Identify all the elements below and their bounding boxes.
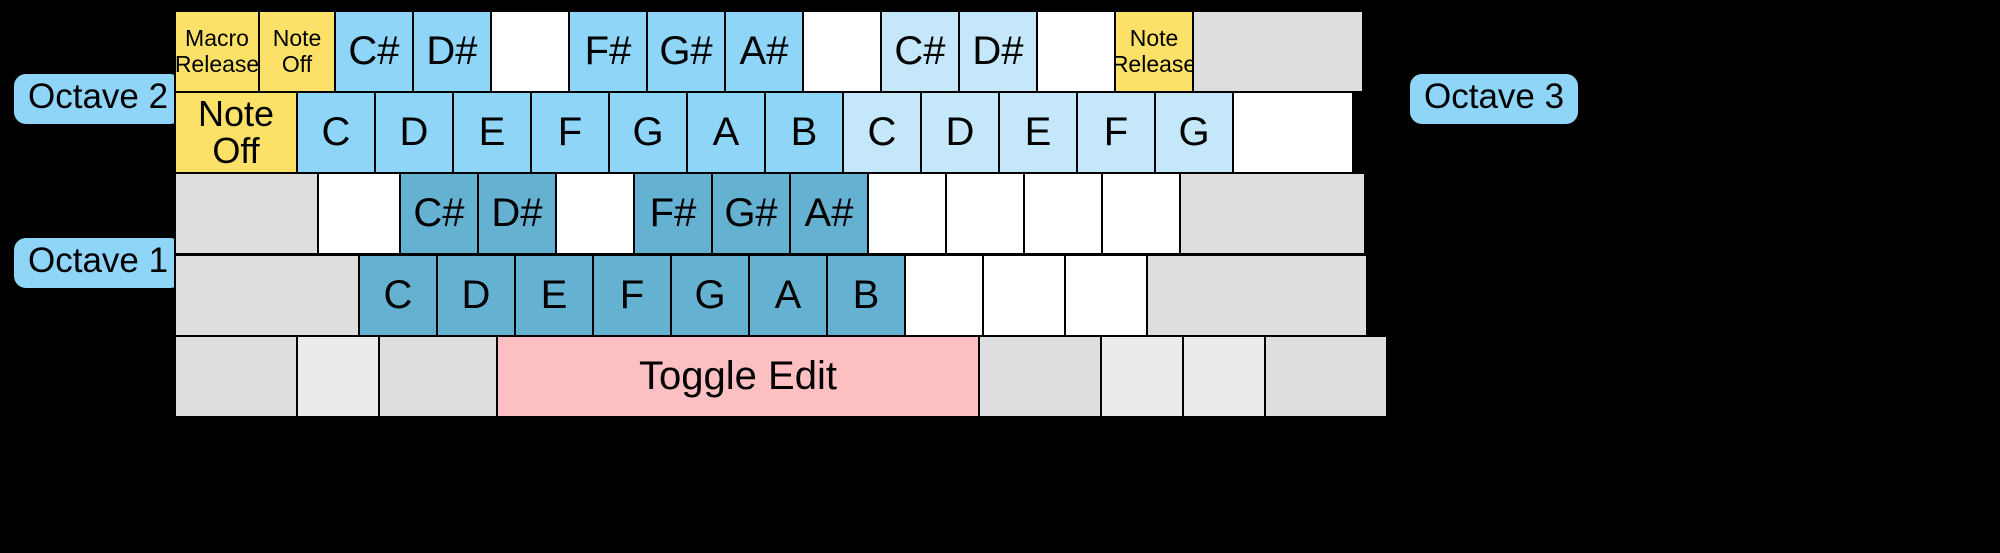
- key-blank[interactable]: [1036, 10, 1116, 93]
- key-csharp[interactable]: C#: [880, 10, 960, 93]
- key-c[interactable]: C: [358, 254, 438, 337]
- key-dsharp[interactable]: D#: [477, 172, 557, 255]
- octave-3-label: Octave 3: [1410, 74, 1579, 124]
- key-note-off[interactable]: Note Off: [258, 10, 336, 93]
- key-note-off[interactable]: Note Off: [174, 91, 298, 174]
- key-blank[interactable]: [490, 10, 570, 93]
- key-b[interactable]: B: [826, 254, 906, 337]
- key-csharp[interactable]: C#: [334, 10, 414, 93]
- keyboard-row-space-row: Toggle Edit: [174, 335, 1388, 418]
- key-blank[interactable]: [1192, 10, 1364, 93]
- key-e[interactable]: E: [514, 254, 594, 337]
- key-dsharp[interactable]: D#: [412, 10, 492, 93]
- key-d[interactable]: D: [374, 91, 454, 174]
- key-toggle-edit[interactable]: Toggle Edit: [496, 335, 980, 418]
- key-blank[interactable]: [296, 335, 380, 418]
- key-c[interactable]: C: [842, 91, 922, 174]
- key-e[interactable]: E: [998, 91, 1078, 174]
- key-blank[interactable]: [1023, 172, 1103, 255]
- key-blank[interactable]: [174, 335, 298, 418]
- key-note-release[interactable]: Note Release: [1114, 10, 1194, 93]
- key-blank[interactable]: [1179, 172, 1366, 255]
- key-blank[interactable]: [1264, 335, 1388, 418]
- key-blank[interactable]: [1064, 254, 1148, 337]
- key-csharp[interactable]: C#: [399, 172, 479, 255]
- key-g[interactable]: G: [608, 91, 688, 174]
- key-blank[interactable]: [317, 172, 401, 255]
- key-dsharp[interactable]: D#: [958, 10, 1038, 93]
- key-asharp[interactable]: A#: [724, 10, 804, 93]
- key-gsharp[interactable]: G#: [646, 10, 726, 93]
- key-g[interactable]: G: [1154, 91, 1234, 174]
- key-macro-release[interactable]: Macro Release: [174, 10, 260, 93]
- octave-2-label: Octave 2: [14, 74, 183, 124]
- key-blank[interactable]: [904, 254, 984, 337]
- key-blank[interactable]: [978, 335, 1102, 418]
- key-blank[interactable]: [555, 172, 635, 255]
- key-blank[interactable]: [1146, 254, 1368, 337]
- key-d[interactable]: D: [436, 254, 516, 337]
- key-f[interactable]: F: [530, 91, 610, 174]
- key-blank[interactable]: [174, 254, 360, 337]
- key-c[interactable]: C: [296, 91, 376, 174]
- key-f[interactable]: F: [592, 254, 672, 337]
- key-gsharp[interactable]: G#: [711, 172, 791, 255]
- key-blank[interactable]: [982, 254, 1066, 337]
- key-blank[interactable]: [945, 172, 1025, 255]
- key-asharp[interactable]: A#: [789, 172, 869, 255]
- key-blank[interactable]: [1232, 91, 1354, 174]
- key-g[interactable]: G: [670, 254, 750, 337]
- key-fsharp[interactable]: F#: [568, 10, 648, 93]
- key-b[interactable]: B: [764, 91, 844, 174]
- key-a[interactable]: A: [748, 254, 828, 337]
- key-f[interactable]: F: [1076, 91, 1156, 174]
- key-blank[interactable]: [1101, 172, 1181, 255]
- key-blank[interactable]: [174, 172, 319, 255]
- key-blank[interactable]: [1100, 335, 1184, 418]
- key-blank[interactable]: [802, 10, 882, 93]
- octave-1-label: Octave 1: [14, 238, 183, 288]
- key-fsharp[interactable]: F#: [633, 172, 713, 255]
- key-d[interactable]: D: [920, 91, 1000, 174]
- keyboard-row-asdf-row: C#D# F#G#A#: [174, 172, 1366, 255]
- key-blank[interactable]: [1182, 335, 1266, 418]
- key-a[interactable]: A: [686, 91, 766, 174]
- key-blank[interactable]: [378, 335, 498, 418]
- key-e[interactable]: E: [452, 91, 532, 174]
- key-blank[interactable]: [867, 172, 947, 255]
